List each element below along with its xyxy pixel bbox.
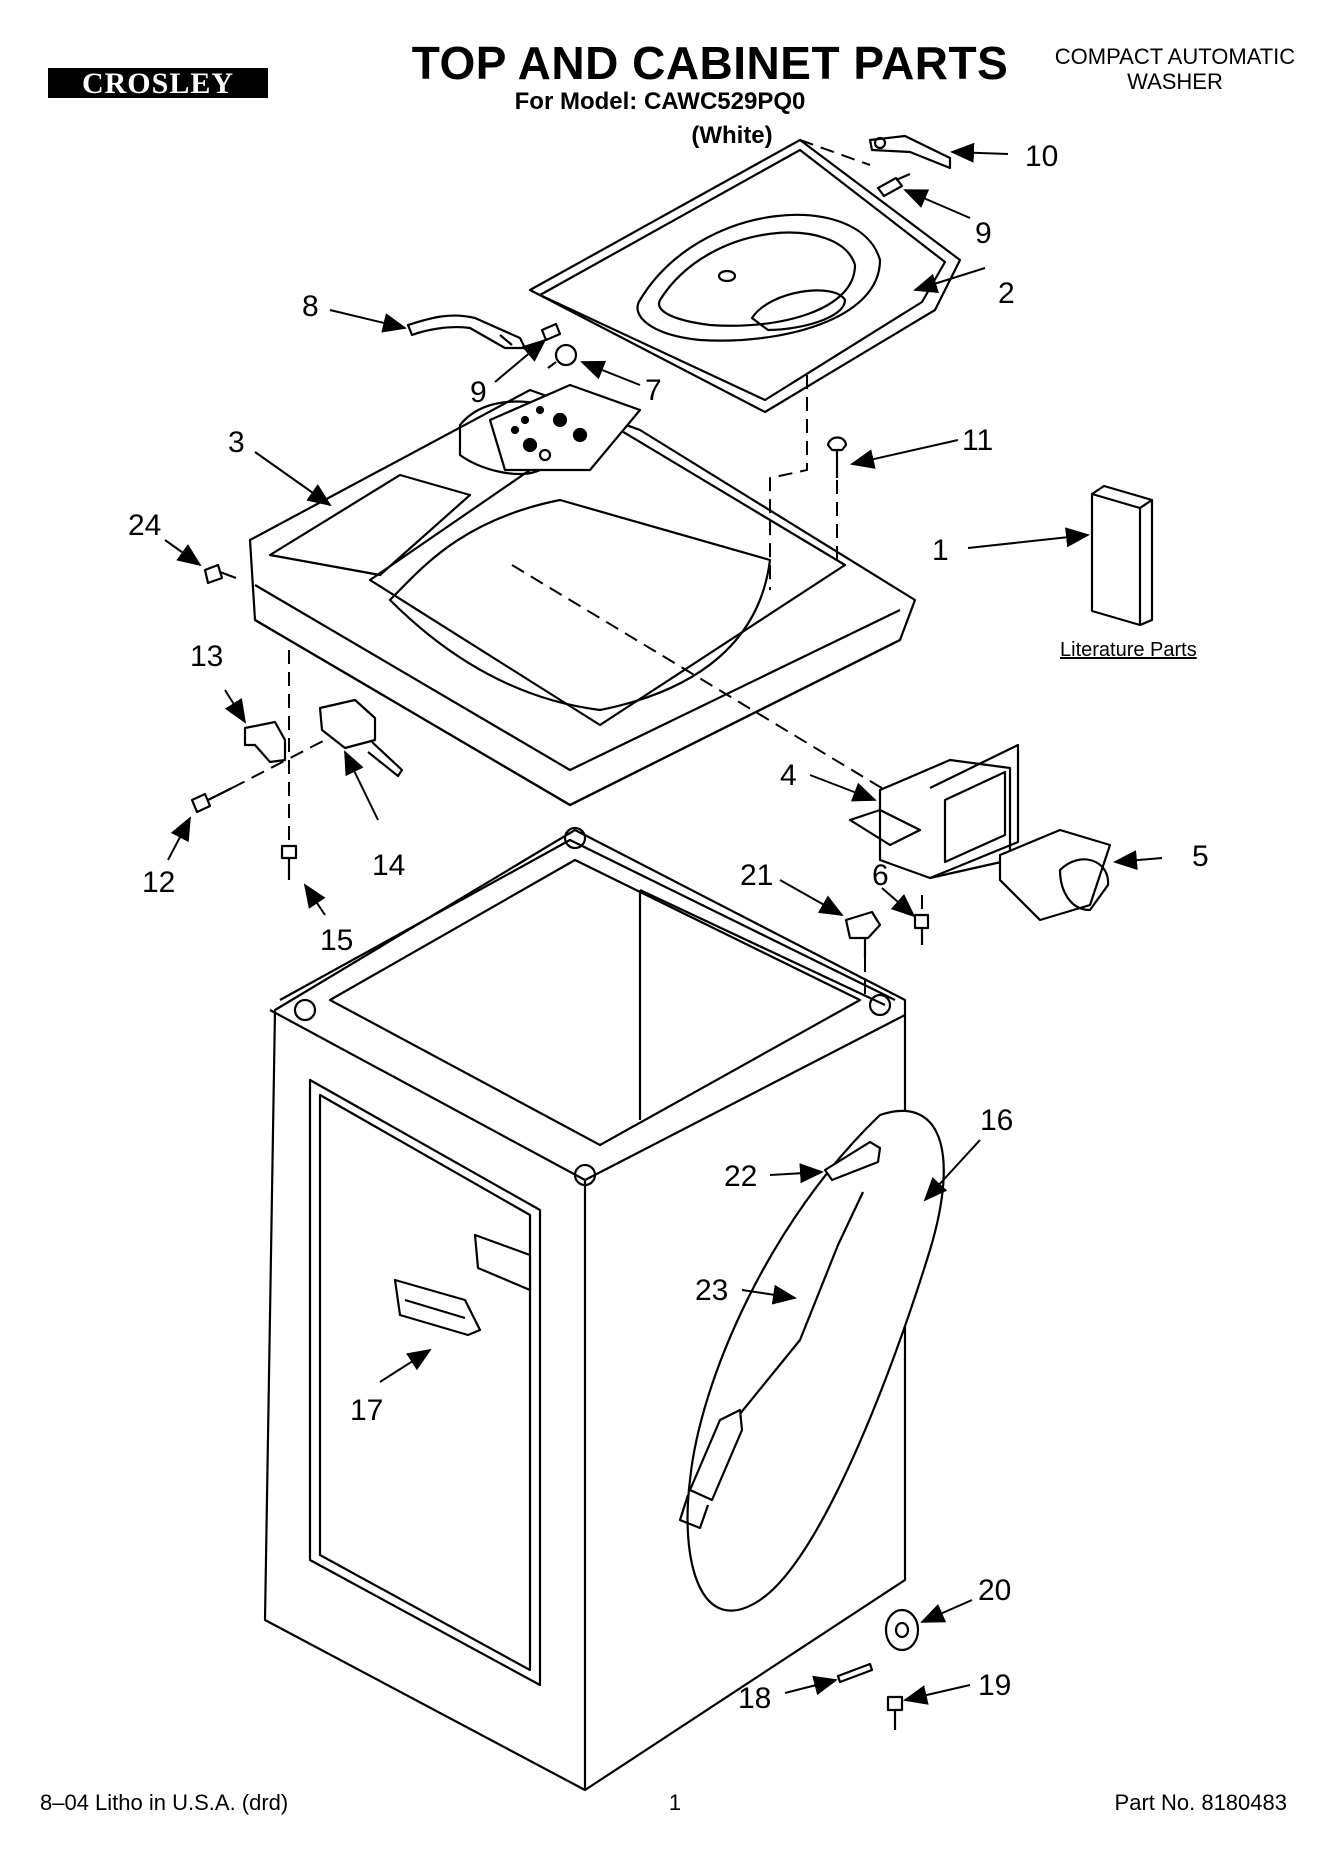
lid-switch-14 [318,698,404,778]
arrow-9-left [494,338,547,383]
arrow-6 [881,887,916,918]
arrow-2 [913,267,986,293]
arrow-15 [303,883,326,916]
label-13: 13 [190,640,223,673]
litho-note: 8–04 Litho in U.S.A. (drd) [40,1790,289,1815]
screw-6 [913,913,930,945]
product-type: COMPACT AUTOMATIC WASHER [1030,44,1320,94]
guide-dispenser [511,564,886,791]
label-15: 15 [320,924,353,957]
hinge-8 [406,314,527,350]
dispenser-drawer-5 [998,828,1112,922]
lid-part [528,138,962,414]
label-7: 7 [645,374,662,407]
label-5: 5 [1192,840,1209,873]
label-1: 1 [932,534,949,567]
literature-label: Literature Parts [1060,639,1197,661]
brand-text: CROSLEY [82,67,234,100]
suspension-cap-22 [823,1140,882,1182]
label-3: 3 [228,426,245,459]
arrow-3 [254,451,332,507]
label-9-left: 9 [470,376,487,409]
crosley-logo: CROSLEY [48,67,268,100]
label-24: 24 [128,509,161,542]
model-line: For Model: CAWC529PQ0 [514,88,806,115]
screw-9-left [540,322,562,342]
arrow-8 [329,309,407,333]
label-17: 17 [350,1394,383,1427]
label-6: 6 [872,859,889,892]
arrow-20 [920,1599,973,1623]
bolt-7 [547,343,578,369]
page-title: TOP AND CABINET PARTS [411,37,1009,89]
arrow-23 [741,1284,797,1305]
label-19: 19 [978,1669,1011,1702]
arrow-1 [967,527,1090,549]
suspension-rod-23 [678,1191,864,1530]
arrow-16 [923,1139,981,1202]
arrow-7 [580,360,641,386]
screw-11 [826,436,848,478]
arrow-14 [344,750,379,821]
arrow-13 [224,689,247,724]
page-number: 1 [668,1790,682,1815]
screw-24 [203,563,237,585]
literature-book [1090,484,1154,627]
arrow-21 [779,879,844,916]
arrow-22 [769,1163,824,1184]
washer-20 [884,1608,920,1652]
label-14: 14 [372,849,405,882]
label-16: 16 [980,1104,1013,1137]
arrow-10 [950,142,1009,163]
label-21: 21 [740,859,773,892]
dispenser-housing-4 [848,743,1020,880]
hinge-10 [868,134,952,170]
product-type-line2: WASHER [1127,69,1223,94]
pin-18 [836,1662,874,1684]
arrow-12 [167,816,191,861]
product-type-line1: COMPACT AUTOMATIC [1054,44,1296,69]
label-10: 10 [1025,140,1058,173]
arrow-24 [164,539,202,567]
arrow-17 [379,1348,432,1383]
guide-lid-hinge [769,375,808,590]
part-number: Part No. 8180483 [1114,1790,1287,1815]
label-23: 23 [695,1274,728,1307]
screw-9-top [876,172,911,198]
arrow-11 [850,439,959,469]
label-4: 4 [780,759,797,792]
arrow-9-top [903,189,971,219]
arrow-5 [1113,850,1163,871]
color-label: (White) [691,122,773,149]
bracket-13 [243,720,287,764]
arrow-19 [903,1684,971,1705]
arrow-4 [809,774,877,802]
label-18: 18 [738,1682,771,1715]
screw-19 [886,1695,904,1730]
guide-screw-12 [231,739,326,789]
label-22: 22 [724,1160,757,1193]
screw-15 [280,844,298,880]
label-2: 2 [998,277,1015,310]
label-9-top: 9 [975,217,992,250]
label-11: 11 [962,424,993,457]
guide-hinge-10 [799,139,871,166]
screw-12 [190,787,233,814]
adjuster-21 [844,910,882,958]
cabinet-16 [263,826,945,1792]
control-panel [488,383,642,472]
label-20: 20 [978,1574,1011,1607]
handle-17 [393,1233,532,1337]
arrow-18 [784,1675,838,1696]
label-8: 8 [302,290,319,323]
label-12: 12 [142,866,175,899]
